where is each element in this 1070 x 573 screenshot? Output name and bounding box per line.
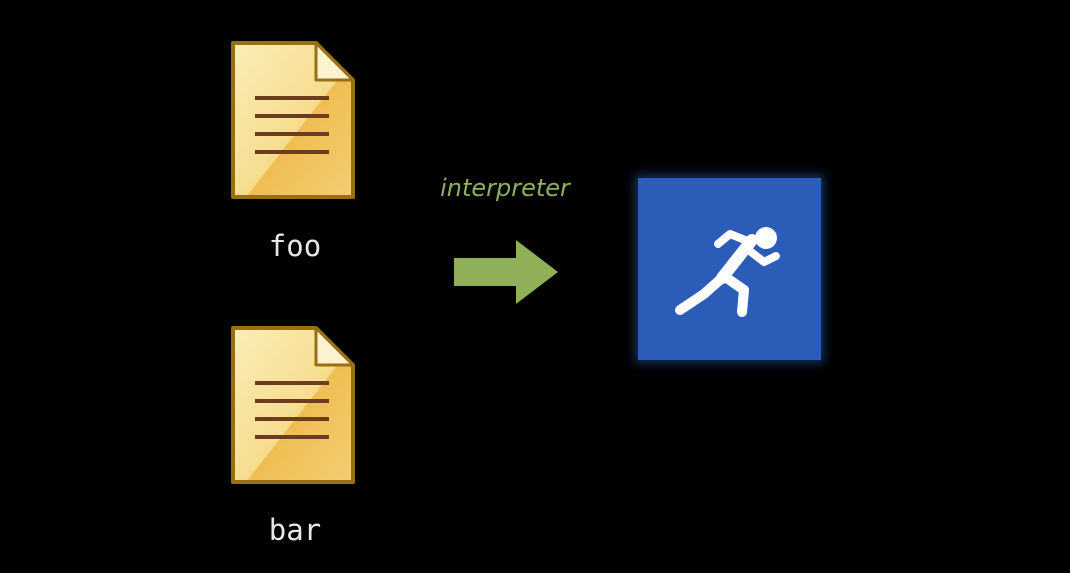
right-arrow-icon	[450, 236, 562, 313]
bar-file-label: bar	[268, 513, 322, 547]
foo-file-label: foo	[268, 229, 322, 263]
interpreter-label: interpreter	[440, 174, 570, 202]
bar-file-icon	[228, 325, 358, 485]
running-person-icon	[638, 178, 821, 360]
foo-file-icon	[228, 40, 358, 200]
